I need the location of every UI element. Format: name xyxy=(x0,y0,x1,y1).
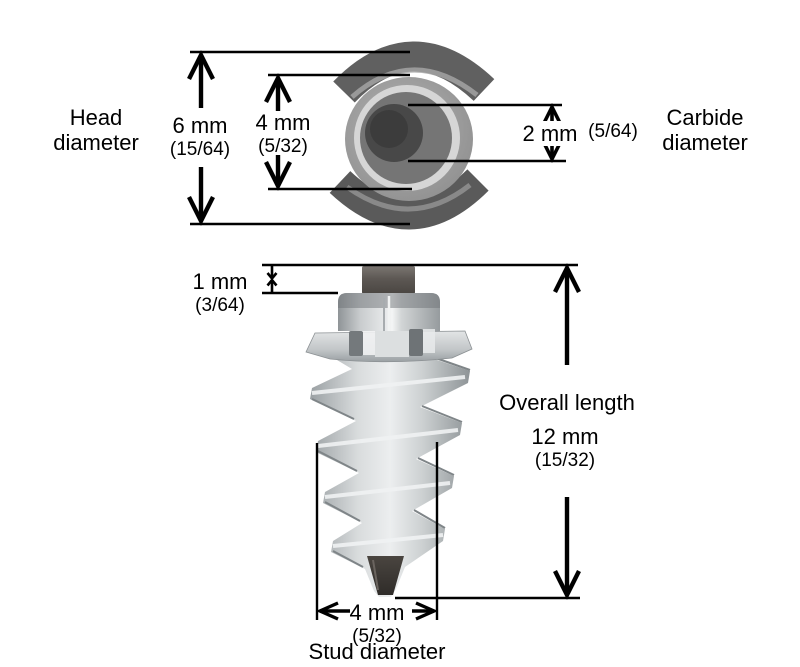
stud-head-top-view-photo xyxy=(329,41,495,230)
inner-diameter-down-arrow-icon xyxy=(264,155,292,191)
flange-arm-left xyxy=(363,331,375,355)
stud-diameter-dimension: 4 mm (5/32) xyxy=(327,600,427,648)
carbide-pin-side xyxy=(362,266,415,294)
carbide-diameter-label: Carbide diameter xyxy=(662,105,748,155)
carbide-protrusion-value: 1 mm xyxy=(192,269,248,294)
dimension-arrows xyxy=(187,50,581,621)
stud-diameter-value: 4 mm xyxy=(349,600,405,625)
stud-diameter-label: Stud diameter xyxy=(308,639,446,664)
overall-length-down-arrow-icon xyxy=(553,497,581,600)
head-diameter-up-arrow-icon xyxy=(187,50,215,108)
flange-slot-right xyxy=(409,329,423,356)
head-diameter-dimension: 6 mm (15/64) xyxy=(150,113,250,161)
carbide-pin-core xyxy=(370,110,408,148)
inner-diameter-up-arrow-icon xyxy=(264,73,292,111)
inner-diameter-value: 4 mm xyxy=(255,110,311,135)
head-diameter-fraction: (15/64) xyxy=(169,139,231,160)
flange-center-face xyxy=(375,331,409,357)
head-top-crescent xyxy=(333,41,495,103)
dimension-lines xyxy=(190,50,580,620)
head-diameter-value: 6 mm xyxy=(172,113,228,138)
carbide-tip-highlight xyxy=(372,559,379,591)
carbide-protrusion-fraction: (3/64) xyxy=(195,295,245,316)
thread-highlights xyxy=(311,375,466,548)
overall-length-up-arrow-icon xyxy=(553,263,581,365)
overall-length-value: 12 mm xyxy=(531,424,599,449)
flange-slot-left xyxy=(349,331,363,356)
inner-diameter-dimension: 4 mm (5/32) xyxy=(233,110,333,158)
head-bottom-crescent-highlight xyxy=(345,183,472,212)
stud-diameter-fraction: (5/32) xyxy=(352,626,402,647)
overall-length-dimension: 12 mm (15/32) xyxy=(515,424,615,472)
carbide-diameter-value: 2 mm xyxy=(518,121,582,146)
stud-diameter-right-arrow-icon xyxy=(412,601,439,621)
flange-arm-right xyxy=(423,329,435,353)
inner-diameter-fraction: (5/32) xyxy=(258,136,308,157)
carbide-protrusion-up-arrow-icon xyxy=(266,277,278,292)
head-diameter-down-arrow-icon xyxy=(187,167,215,226)
head-diameter-label: Head diameter xyxy=(53,105,139,155)
overall-length-label: Overall length xyxy=(499,390,635,415)
carbide-diameter-fraction: (5/64) xyxy=(588,121,638,142)
overall-length-fraction: (15/32) xyxy=(534,450,596,471)
head-top-crescent-highlight xyxy=(350,67,479,99)
stud-side-view-photo xyxy=(305,266,473,597)
carbide-protrusion-dimension: 1 mm (3/64) xyxy=(170,269,270,317)
stud-diameter-left-arrow-icon xyxy=(315,601,350,621)
